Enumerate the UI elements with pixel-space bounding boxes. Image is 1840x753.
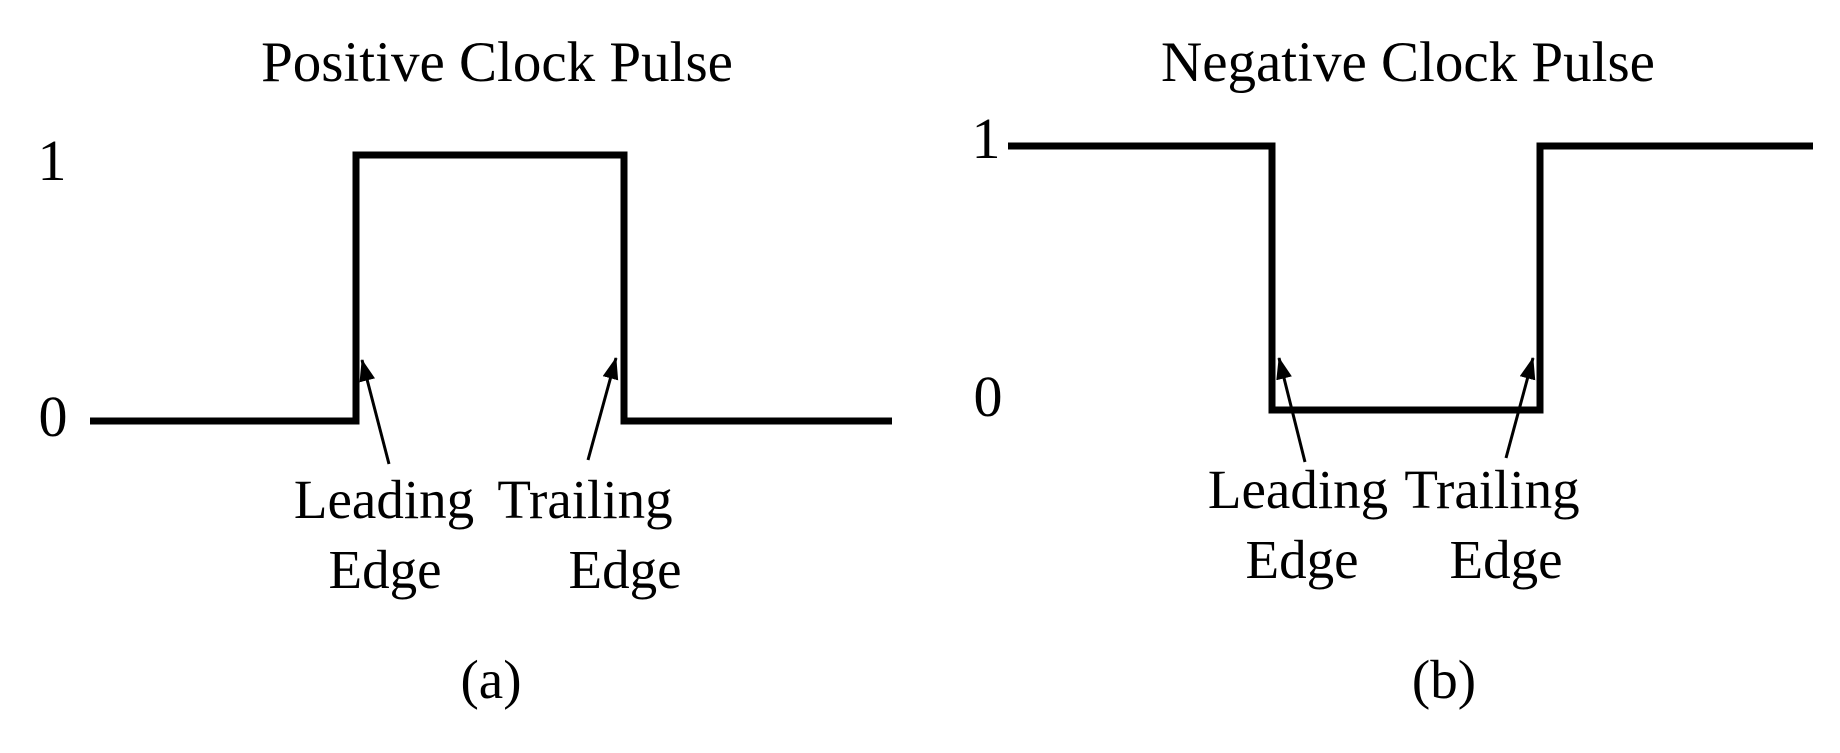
panel-a-low-level-label: 0 bbox=[38, 384, 68, 449]
panel-a-trailing-edge-label-line2: Edge bbox=[568, 539, 682, 600]
panel-a-high-level-label: 1 bbox=[37, 128, 67, 193]
leading-edge-arrow bbox=[1276, 357, 1307, 463]
clock-waveform-positive-pulse bbox=[90, 151, 892, 425]
panel-b-title: Negative Clock Pulse bbox=[1161, 31, 1655, 94]
panel-a-trailing-edge-label-line1: Trailing bbox=[497, 469, 673, 530]
panel-b-low-level-label: 0 bbox=[973, 364, 1003, 429]
trailing-edge-arrow bbox=[1504, 357, 1536, 459]
panel-b-trailing-edge-label-line2: Edge bbox=[1449, 529, 1563, 590]
panel-a-caption: (a) bbox=[460, 649, 522, 710]
trailing-edge-arrow bbox=[586, 357, 619, 461]
clock-waveform-negative-pulse bbox=[1008, 142, 1813, 414]
panel-a-title: Positive Clock Pulse bbox=[261, 31, 733, 94]
panel-b-trailing-edge-label-line1: Trailing bbox=[1404, 459, 1580, 520]
panel-b-leading-edge-label-line2: Edge bbox=[1245, 529, 1359, 590]
panel-b-caption: (b) bbox=[1411, 649, 1477, 710]
panel-b-high-level-label: 1 bbox=[971, 106, 1001, 171]
panel-b-leading-edge-label-line1: Leading bbox=[1207, 459, 1389, 520]
panel-a-leading-edge-label-line1: Leading bbox=[293, 469, 475, 530]
leading-edge-arrow bbox=[359, 359, 391, 465]
panel-a-leading-edge-label-line2: Edge bbox=[328, 539, 442, 600]
